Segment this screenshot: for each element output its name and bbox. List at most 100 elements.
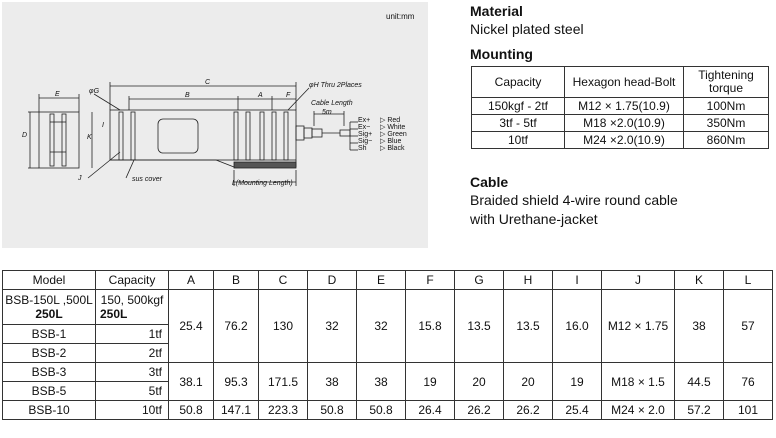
- dim-k-label: K: [87, 134, 92, 141]
- table-cell: 223.3: [258, 400, 308, 420]
- dim-d-label: D: [22, 132, 28, 139]
- table-cell: 13.5: [454, 289, 504, 363]
- side-view-outline: [38, 111, 80, 169]
- table-cell: M12 × 1.75(10.9): [564, 97, 684, 115]
- model-cell: BSB-5: [2, 381, 96, 401]
- table-cell: 860Nm: [683, 131, 769, 149]
- table-cell: 10tf: [471, 131, 565, 149]
- table-cell: 50.8: [307, 400, 357, 420]
- capacity-cell: 2tf: [95, 343, 169, 363]
- table-row: 10tf M24 ×2.0(10.9) 860Nm: [471, 131, 769, 149]
- table-cell: 76: [723, 362, 773, 401]
- table-cell: 38: [356, 362, 406, 401]
- cable-heading: Cable: [470, 174, 509, 190]
- unit-label: unit:mm: [386, 12, 415, 21]
- table-cell: 13.5: [503, 289, 553, 363]
- dim-g-label: φG: [89, 88, 100, 95]
- dim-i-label: I: [102, 122, 104, 129]
- header-j: J: [601, 270, 675, 290]
- model-cell: BSB-2: [2, 343, 96, 363]
- table-cell: 100Nm: [683, 97, 769, 115]
- table-cell: 15.8: [405, 289, 455, 363]
- table-row: BSB-10 10tf 50.8 147.1 223.3 50.8 50.8 2…: [2, 400, 773, 420]
- cable-text-line2: with Urethane-jacket: [470, 211, 598, 227]
- table-cell: 38.1: [168, 362, 214, 401]
- arrow-icon: ▷: [380, 131, 388, 138]
- table-cell: 32: [356, 289, 406, 363]
- arrow-icon: ▷: [380, 145, 388, 152]
- header-b: B: [213, 270, 259, 290]
- mounting-heading: Mounting: [470, 46, 533, 62]
- table-row: 3tf - 5tf M18 ×2.0(10.9) 350Nm: [471, 114, 769, 132]
- table-cell: 350Nm: [683, 114, 769, 132]
- main-body-outline: [109, 109, 297, 161]
- arrow-icon: ▷: [380, 117, 388, 124]
- dim-a-label: A: [258, 92, 263, 99]
- table-header-row: Model Capacity A B C D E F G H I J K L: [2, 270, 773, 290]
- table-cell: 130: [258, 289, 308, 363]
- table-cell: 25.4: [552, 400, 602, 420]
- dimensions-table: Model Capacity A B C D E F G H I J K L B…: [2, 270, 773, 420]
- dim-c-label: C: [205, 79, 211, 86]
- dim-j-label: J: [78, 175, 82, 182]
- header-h: H: [503, 270, 553, 290]
- wire-row: Sig+▷ Green: [358, 131, 407, 138]
- model-cell: BSB-3: [2, 362, 96, 382]
- table-cell: 150kgf - 2tf: [471, 97, 565, 115]
- table-cell: 20: [454, 362, 504, 401]
- table-cell: 147.1: [213, 400, 259, 420]
- arrow-icon: ▷: [380, 124, 388, 131]
- table-cell: M24 × 2.0: [601, 400, 675, 420]
- table-cell: M18 ×2.0(10.9): [564, 114, 684, 132]
- table-cell: 25.4: [168, 289, 214, 363]
- header-capacity: Capacity: [95, 270, 169, 290]
- table-cell: 44.5: [674, 362, 724, 401]
- header-model: Model: [2, 270, 96, 290]
- table-cell: 32: [307, 289, 357, 363]
- table-cell: 76.2: [213, 289, 259, 363]
- dim-f-label: F: [286, 92, 291, 99]
- table-cell: 95.3: [213, 362, 259, 401]
- table-cell: 19: [405, 362, 455, 401]
- capacity-cell: 5tf: [95, 381, 169, 401]
- table-cell: 26.2: [503, 400, 553, 420]
- capacity-cell: 10tf: [95, 400, 169, 420]
- table-cell: 26.4: [405, 400, 455, 420]
- header-k: K: [674, 270, 724, 290]
- table-cell: 38: [307, 362, 357, 401]
- cable-text-line1: Braided shield 4-wire round cable: [470, 192, 678, 208]
- table-cell: 20: [503, 362, 553, 401]
- table-header-row: Capacity Hexagon head-Bolt Tightening to…: [471, 66, 769, 98]
- wire-row: Ex+▷ Red: [358, 117, 401, 124]
- header-l: L: [723, 270, 773, 290]
- drawing-svg: [28, 82, 358, 186]
- table-cell: 57: [723, 289, 773, 363]
- header-torque: Tightening torque: [683, 66, 769, 98]
- cable-length-label: Cable Length: [311, 100, 353, 107]
- model-cell: BSB-1: [2, 324, 96, 344]
- header-c: C: [258, 270, 308, 290]
- load-cell-drawing: unit:mm: [2, 2, 428, 248]
- table-row: BSB-2 2tf: [2, 343, 773, 363]
- dim-e-label: E: [55, 91, 60, 98]
- table-cell: 171.5: [258, 362, 308, 401]
- wire-legend: Ex+▷ Red Ex−▷ White Sig+▷ Green Sig−▷ Bl…: [358, 117, 407, 152]
- sus-cover-label: sus cover: [132, 176, 162, 183]
- wire-row: Ex−▷ White: [358, 124, 406, 131]
- dim-b-label: B: [185, 92, 190, 99]
- hole-note-label: φH Thru 2Places: [309, 82, 362, 89]
- cable-five-m-label: 5m: [322, 109, 332, 116]
- sus-cover-outline: [157, 118, 199, 154]
- header-d: D: [307, 270, 357, 290]
- capacity-cell: 1tf: [95, 324, 169, 344]
- table-row: 150kgf - 2tf M12 × 1.75(10.9) 100Nm: [471, 97, 769, 115]
- table-cell: M24 ×2.0(10.9): [564, 131, 684, 149]
- header-a: A: [168, 270, 214, 290]
- table-cell: 3tf - 5tf: [471, 114, 565, 132]
- header-e: E: [356, 270, 406, 290]
- header-f: F: [405, 270, 455, 290]
- header-i: I: [552, 270, 602, 290]
- model-cell: BSB-150L ,500L 250L: [2, 289, 96, 325]
- table-cell: 16.0: [552, 289, 602, 363]
- table-cell: 57.2: [674, 400, 724, 420]
